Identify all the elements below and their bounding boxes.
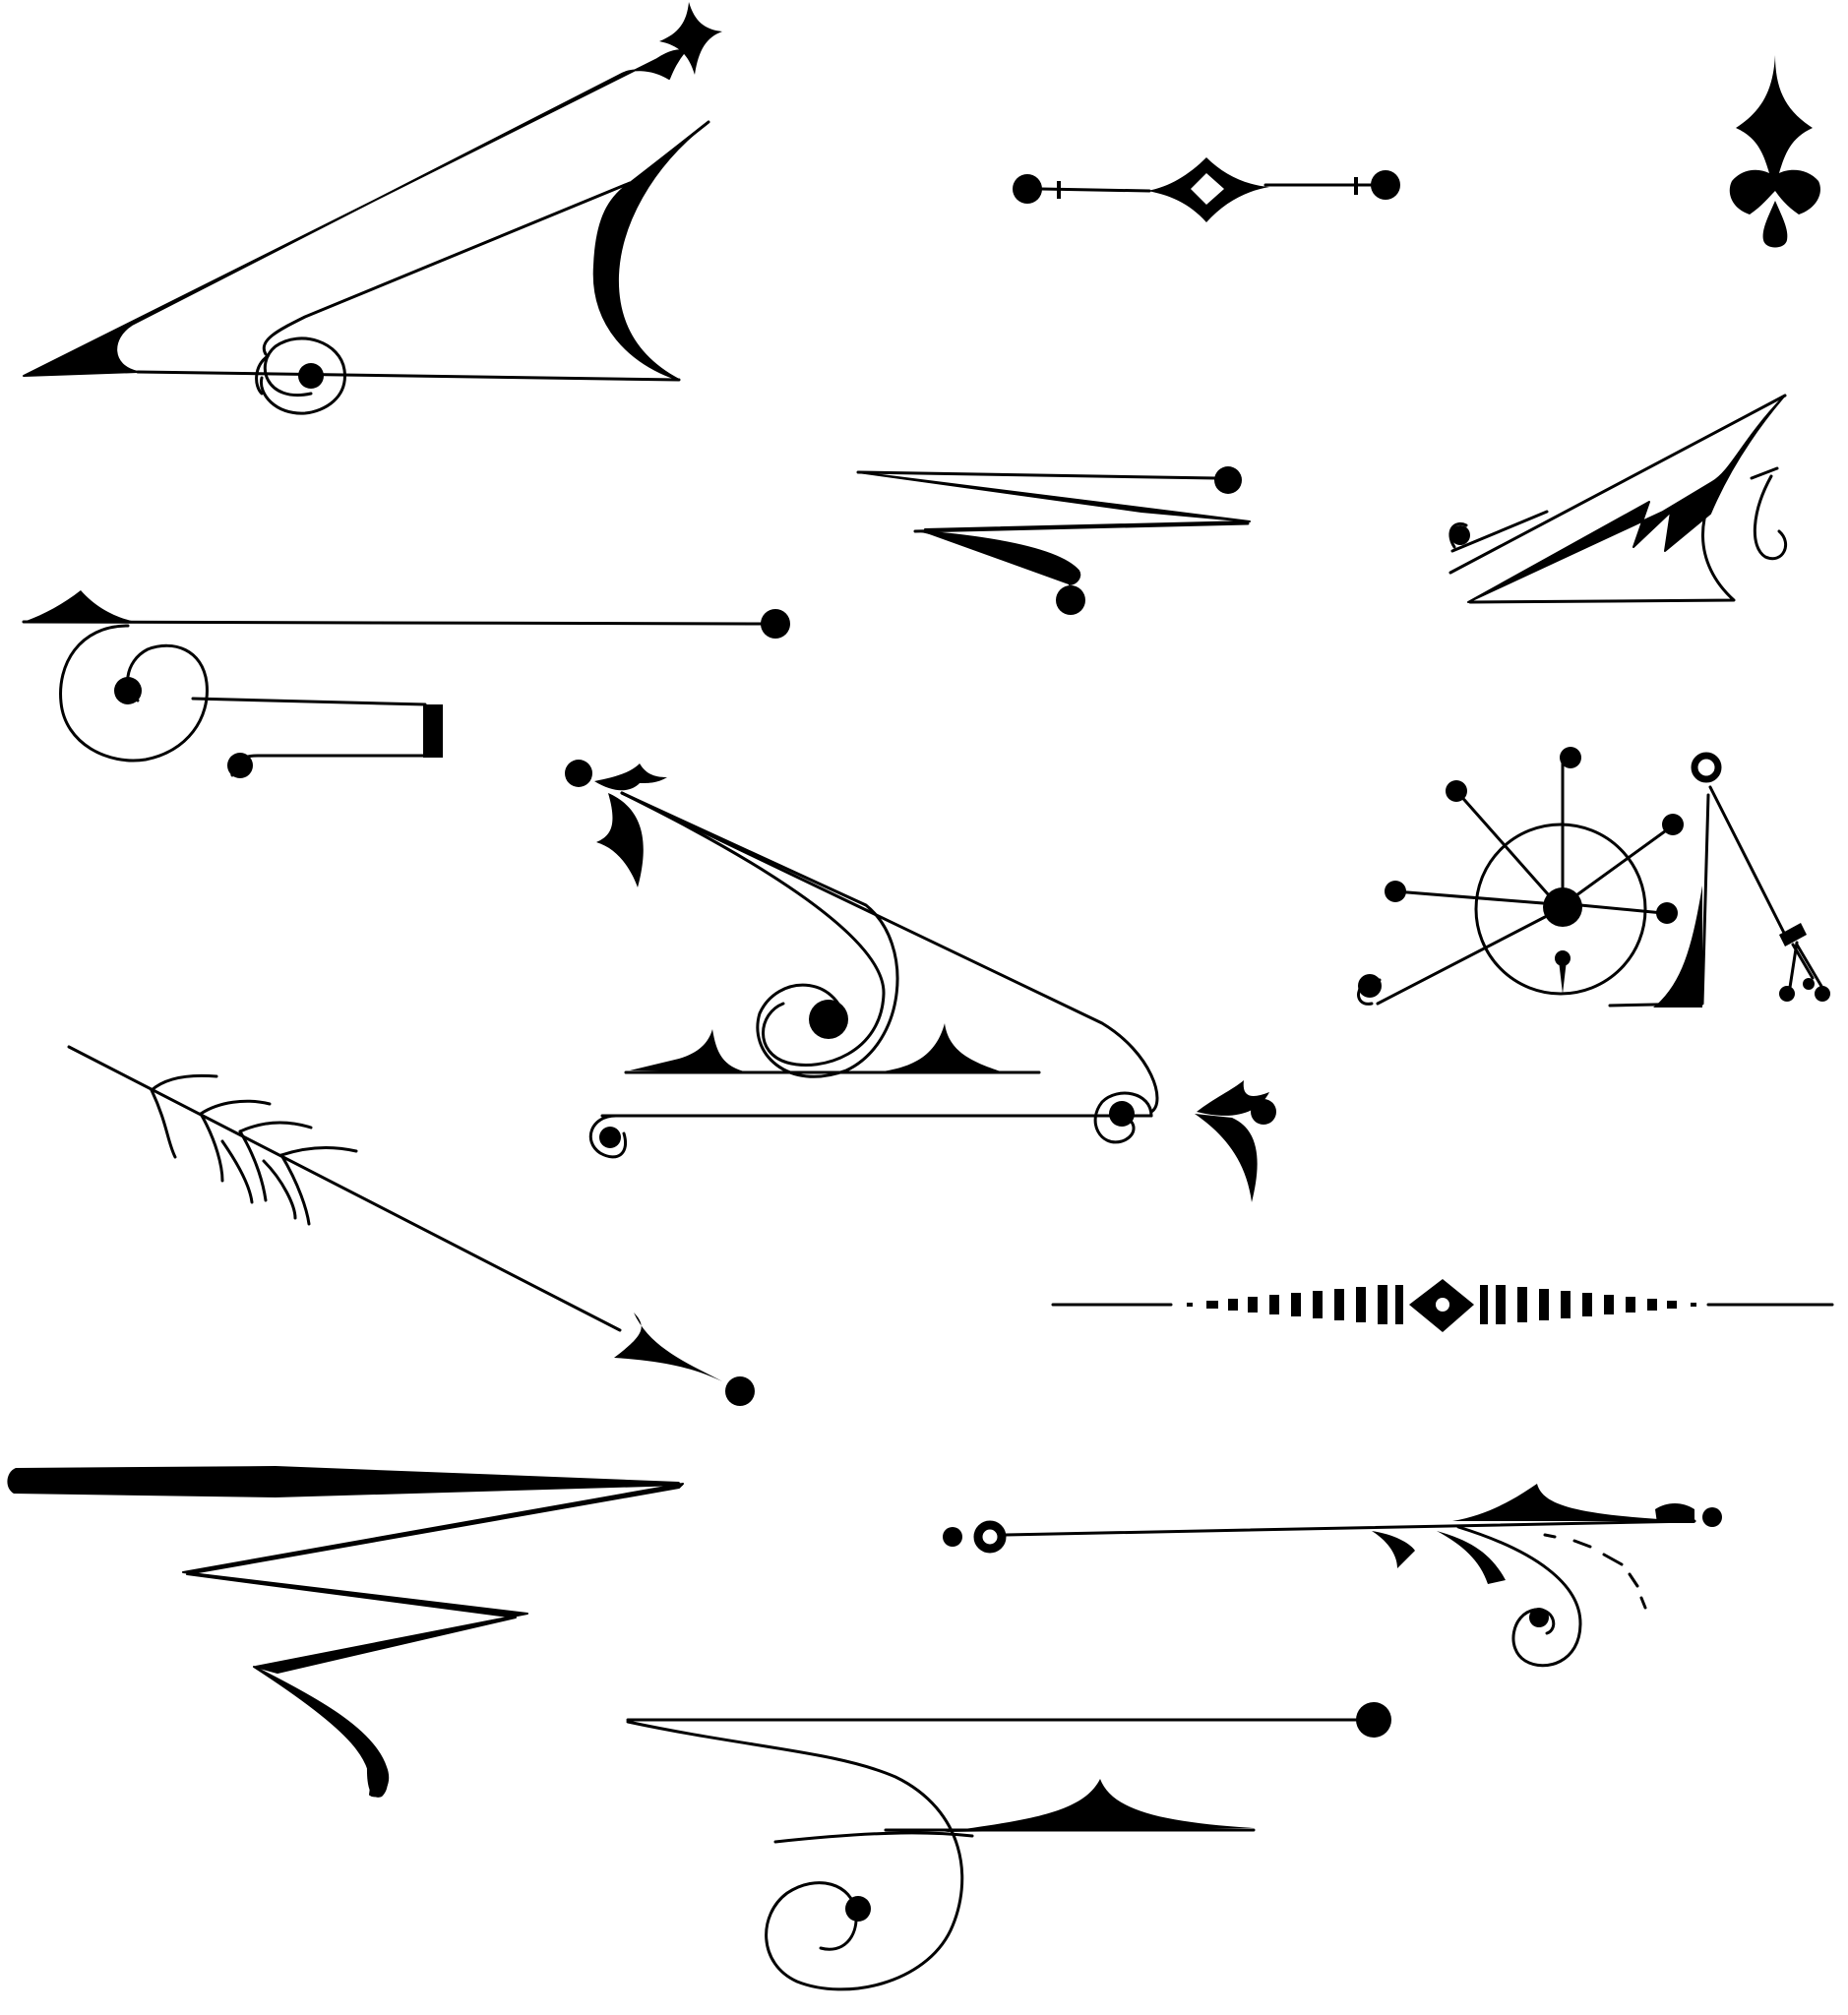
triangle-scroll-flourish-icon — [23, 2, 722, 415]
curl-rule-flourish-icon — [943, 1484, 1722, 1668]
large-zigzag-flourish-icon — [7, 1466, 684, 1798]
bottom-spiral-flourish-icon — [626, 1702, 1391, 1991]
scroll-acanthus-flourish-icon — [565, 760, 1276, 1202]
starburst-ornament-icon — [1357, 747, 1830, 1008]
fleur-ornament-icon — [1729, 55, 1820, 248]
z-stroke-flourish-icon — [856, 466, 1251, 615]
arrow-feather-flourish-icon — [67, 1045, 755, 1406]
small-corner-flourish-icon — [1448, 394, 1787, 604]
spiral-rule-flourish-icon — [22, 590, 790, 778]
diamond-rule-icon — [1013, 157, 1400, 222]
barred-diamond-rule-icon — [1051, 1279, 1834, 1332]
